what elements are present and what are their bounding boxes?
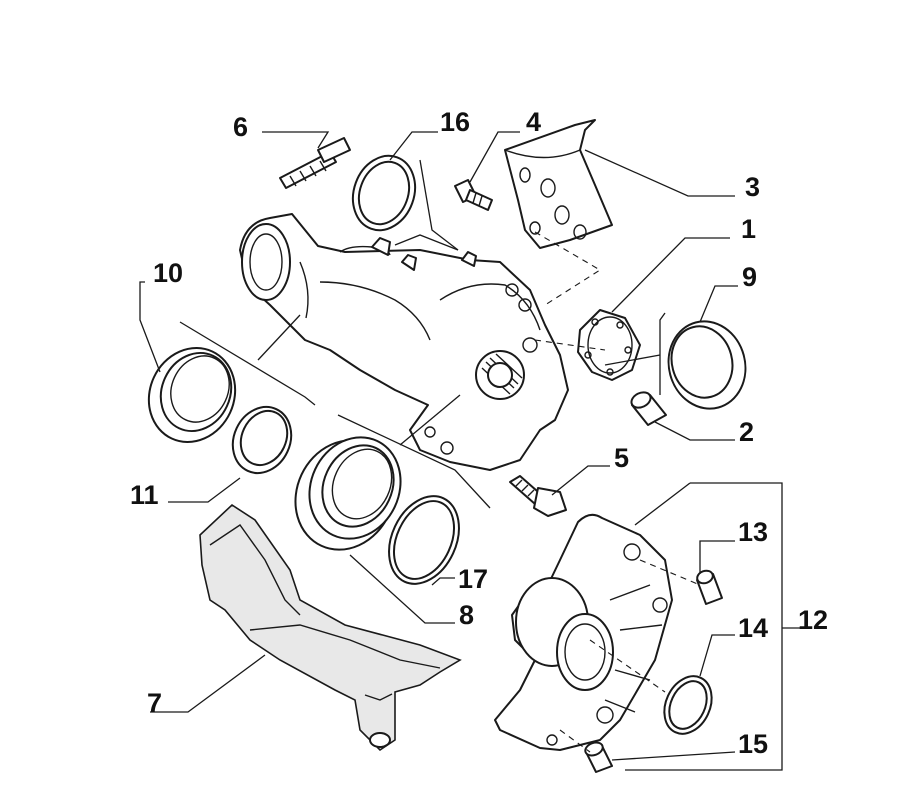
part-7-lower-shield [199, 503, 462, 752]
leader-lines [139, 131, 800, 771]
callout-5: 5 [614, 443, 629, 473]
callout-4: 4 [526, 107, 541, 137]
part-6-stud-bolt [279, 137, 351, 189]
callout-3: 3 [745, 172, 760, 202]
callout-8: 8 [459, 600, 474, 630]
part-11-seal-ring [231, 405, 293, 475]
callout-10: 10 [153, 258, 183, 288]
main-housing-assembly [239, 213, 641, 471]
part-17-o-ring [388, 495, 460, 585]
callout-14: 14 [738, 613, 768, 643]
part-15-bushing [584, 741, 613, 773]
callout-9: 9 [742, 262, 757, 292]
callout-16: 16 [440, 107, 470, 137]
part-3-heat-shield [504, 119, 613, 249]
callout-2: 2 [739, 417, 754, 447]
part-5-bolt [509, 475, 567, 517]
callout-12: 12 [798, 605, 828, 635]
part-10-seal-ring [147, 347, 237, 443]
part-4-bolt [454, 179, 493, 211]
callout-13: 13 [738, 517, 768, 547]
part-8-bearing [294, 436, 402, 551]
callout-1: 1 [741, 214, 756, 244]
callout-17: 17 [458, 564, 488, 594]
part-16-o-ring [351, 154, 417, 232]
part-14-o-ring [663, 675, 713, 735]
part-12-bracket-housing [494, 513, 673, 751]
callout-15: 15 [738, 729, 768, 759]
alignment-lines [534, 231, 701, 753]
part-13-bushing [696, 569, 723, 605]
callout-labels: 1 2 3 4 5 6 7 8 9 10 11 12 13 14 15 16 1… [130, 107, 828, 759]
part-9-seal [667, 320, 747, 410]
part-2-bushing [630, 391, 667, 426]
callout-7: 7 [147, 688, 162, 718]
callout-6: 6 [233, 112, 248, 142]
callout-11: 11 [130, 480, 159, 510]
